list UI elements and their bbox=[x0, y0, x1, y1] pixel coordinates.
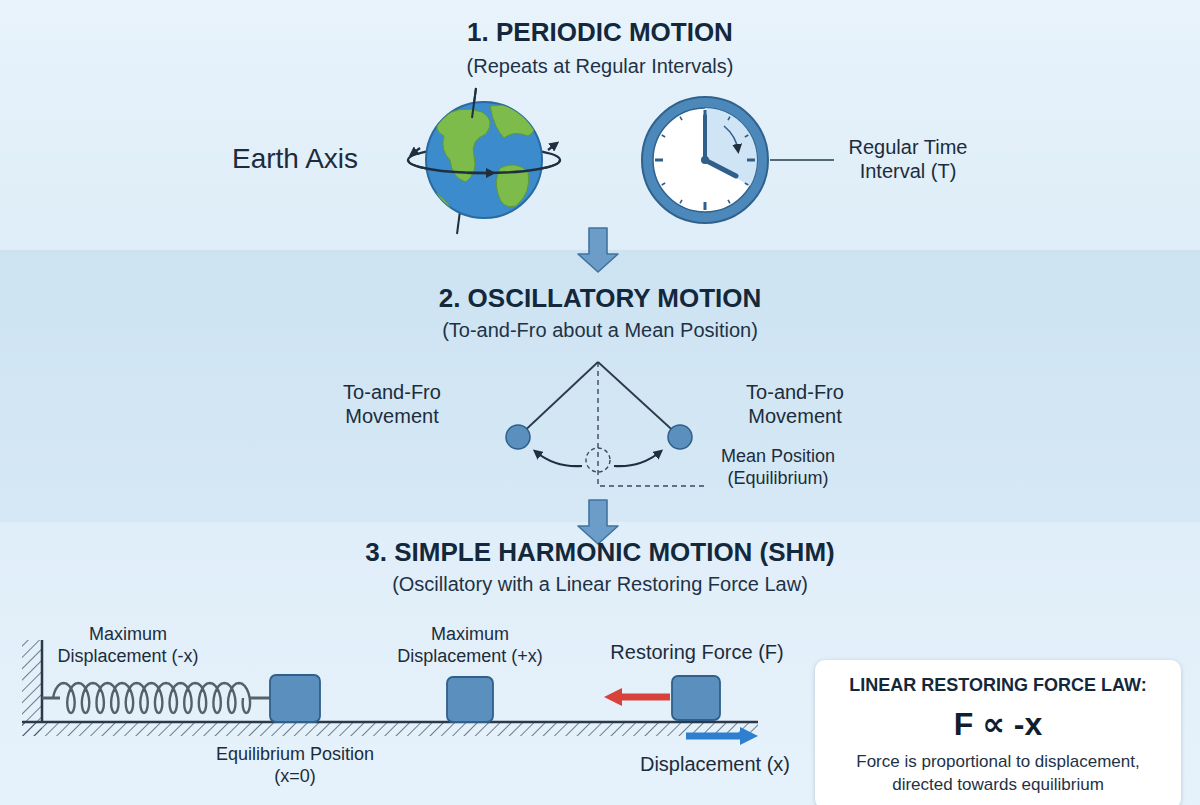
formula-heading: LINEAR RESTORING FORCE LAW: bbox=[827, 674, 1169, 697]
formula-box: LINEAR RESTORING FORCE LAW: F ∝ -x Force i… bbox=[815, 660, 1181, 805]
force-diagram bbox=[618, 676, 744, 736]
flow-arrow bbox=[578, 228, 618, 272]
formula-description: Force is proportional to displacement, d… bbox=[827, 751, 1169, 797]
equilibrium-label: Equilibrium Position (x=0) bbox=[200, 744, 390, 787]
axis-label: Earth Axis bbox=[190, 142, 400, 176]
motion-label: To-and-Fro Movement bbox=[317, 380, 467, 428]
mean-position-label: Mean Position (Equilibrium) bbox=[703, 446, 853, 489]
clock-icon bbox=[642, 97, 834, 223]
panel-subtitle: (Oscillatory with a Linear Restoring For… bbox=[20, 571, 1180, 597]
pendulum bbox=[506, 362, 706, 486]
displacement-label: Maximum Displacement (+x) bbox=[380, 624, 560, 667]
displacement-label: Displacement (x) bbox=[610, 752, 820, 776]
band-panel: 2. OSCILLATORY MOTION(To-and-Fro about a… bbox=[0, 250, 1200, 522]
panel-subtitle: (To-and-Fro about a Mean Position) bbox=[20, 317, 1180, 343]
displacement-label: Maximum Displacement (-x) bbox=[38, 624, 218, 667]
motion-label: To-and-Fro Movement bbox=[720, 380, 870, 428]
band-panel: 1. PERIODIC MOTION (Repeats at Regular In… bbox=[0, 0, 1200, 250]
panel-heading: 3. SIMPLE HARMONIC MOTION (SHM) bbox=[20, 536, 1180, 569]
panel-heading: 2. OSCILLATORY MOTION bbox=[20, 282, 1180, 315]
panel-heading: 1. PERIODIC MOTION bbox=[20, 16, 1180, 49]
period-label: Regular Time Interval (T) bbox=[826, 135, 991, 183]
formula-equation: F ∝ -x bbox=[827, 705, 1169, 743]
panel-subtitle: (Repeats at Regular Intervals) bbox=[20, 53, 1180, 79]
force-label: Restoring Force (F) bbox=[582, 640, 812, 664]
earth-globe bbox=[408, 88, 560, 234]
